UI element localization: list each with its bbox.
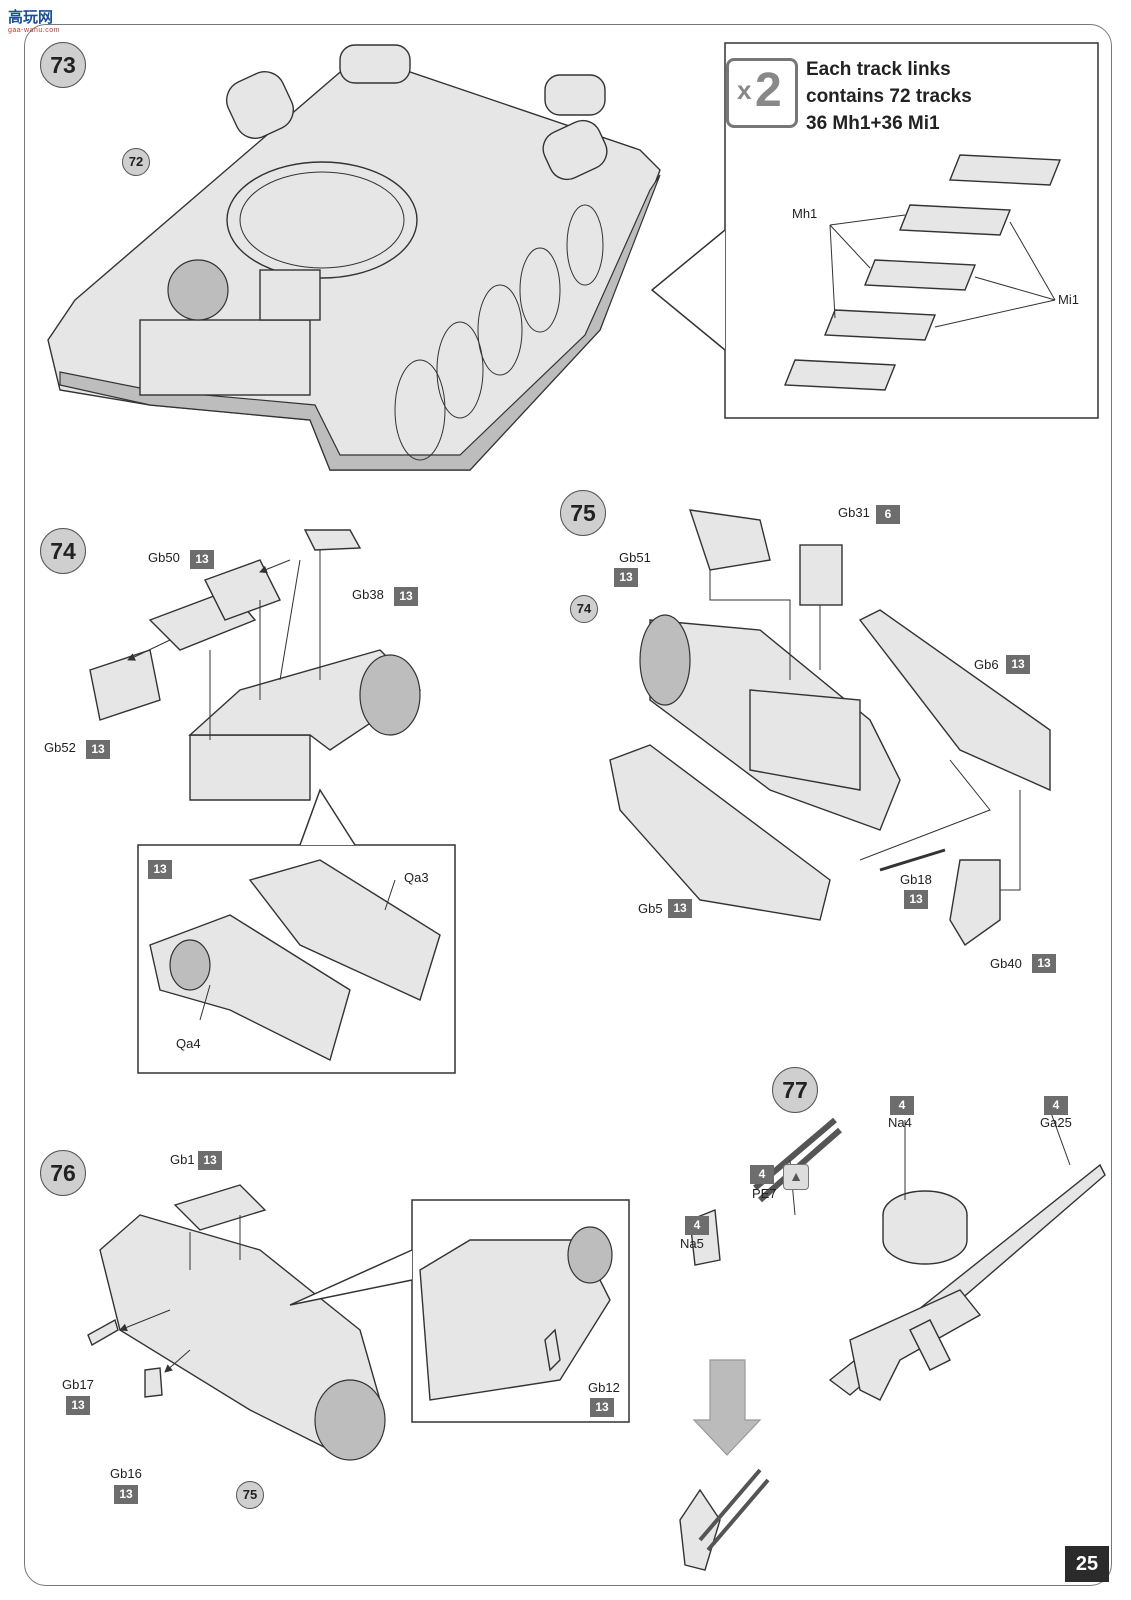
step-74-inset (137, 788, 456, 1074)
label-gb1: Gb1 (170, 1152, 195, 1167)
photo-etch-icon: ▲ (783, 1164, 809, 1190)
ref-72-marker: 72 (122, 148, 150, 176)
page-frame (24, 24, 1112, 1586)
label-pe7: PE7 (752, 1186, 777, 1201)
label-gb12: Gb12 (588, 1380, 620, 1395)
badge-gb38: 13 (394, 587, 418, 606)
badge-gb12: 13 (590, 1398, 614, 1417)
multiplier-x: x (737, 75, 752, 105)
badge-gb50: 13 (190, 550, 214, 569)
track-line-2: contains 72 tracks (806, 86, 972, 107)
label-gb51: Gb51 (619, 550, 651, 565)
label-gb40: Gb40 (990, 956, 1022, 971)
badge-gb31: 6 (876, 505, 900, 524)
step-76-assembly (87, 1184, 386, 1461)
label-gb5: Gb5 (638, 901, 663, 916)
badge-gb6: 13 (1006, 655, 1030, 674)
label-mh1: Mh1 (792, 206, 818, 221)
label-na5: Na5 (680, 1236, 704, 1251)
badge-ga25: 4 (1044, 1096, 1068, 1115)
label-gb31: Gb31 (838, 505, 870, 520)
label-gb18: Gb18 (900, 872, 932, 887)
label-na4: Na4 (888, 1115, 912, 1130)
track-line-1: Each track links (806, 59, 951, 80)
step-75-assembly (609, 509, 1051, 947)
label-gb50: Gb50 (148, 550, 180, 565)
label-gb17: Gb17 (62, 1377, 94, 1392)
step-73-number: 73 (40, 42, 86, 88)
ref-75-marker: 75 (236, 1481, 264, 1509)
track-instructions: Each track links contains 72 tracks 36 M… (806, 56, 972, 137)
tank-hull-illustration (47, 44, 661, 471)
step-74-assembly (89, 529, 422, 801)
label-qa3: Qa3 (404, 870, 429, 885)
badge-gb16: 13 (114, 1485, 138, 1504)
label-ga25: Ga25 (1040, 1115, 1072, 1130)
badge-gb1: 13 (198, 1151, 222, 1170)
label-mi1: Mi1 (1058, 292, 1079, 307)
badge-gb18: 13 (904, 890, 928, 909)
badge-gb52: 13 (86, 740, 110, 759)
badge-na4: 4 (890, 1096, 914, 1115)
step-76-number: 76 (40, 1150, 86, 1196)
badge-pe7: 4 (750, 1165, 774, 1184)
badge-inset-74: 13 (148, 860, 172, 879)
badge-gb5: 13 (668, 899, 692, 918)
step-77-assembly (679, 1109, 1106, 1571)
step-75-number: 75 (560, 490, 606, 536)
badge-na5: 4 (685, 1216, 709, 1235)
watermark-title: 高玩网 (8, 9, 54, 26)
track-links-inset (650, 42, 1099, 419)
step-74-number: 74 (40, 528, 86, 574)
label-gb6: Gb6 (974, 657, 999, 672)
watermark-subtitle: gaa-wanu.com (8, 27, 60, 34)
label-gb16: Gb16 (110, 1466, 142, 1481)
ref-74-marker: 74 (570, 595, 598, 623)
label-qa4: Qa4 (176, 1036, 201, 1051)
label-gb38: Gb38 (352, 587, 384, 602)
label-gb52: Gb52 (44, 740, 76, 755)
track-line-3: 36 Mh1+36 Mi1 (806, 113, 940, 134)
multiplier-number: 2 (755, 64, 782, 117)
step-76-inset (289, 1199, 630, 1423)
badge-gb51: 13 (614, 568, 638, 587)
step-77-number: 77 (772, 1067, 818, 1113)
page-number: 25 (1065, 1546, 1109, 1582)
multiplier-badge: x 2 (726, 58, 798, 128)
badge-gb17: 13 (66, 1396, 90, 1415)
badge-gb40: 13 (1032, 954, 1056, 973)
